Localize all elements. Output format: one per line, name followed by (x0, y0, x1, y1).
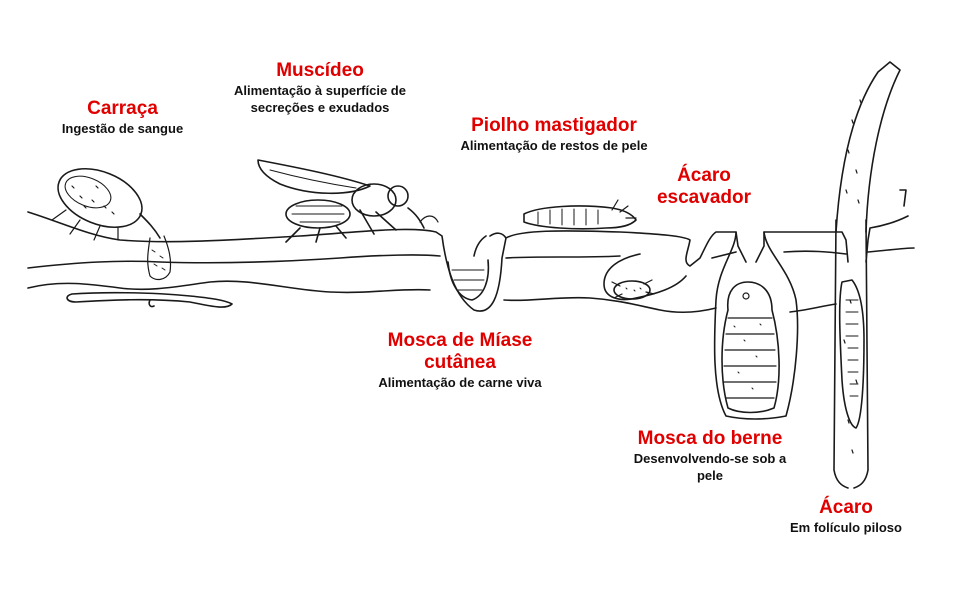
label-follicle-mite: Ácaro Em folículo piloso (768, 497, 924, 536)
label-myiasis-fly-desc: Alimentação de carne viva (378, 375, 542, 390)
label-chewing-louse-desc: Alimentação de restos de pele (460, 138, 648, 153)
warble-cavity (713, 231, 799, 420)
label-myiasis-fly: Mosca de Míase cutânea Alimentação de ca… (370, 330, 550, 391)
label-tick-desc: Ingestão de sangue (61, 121, 184, 136)
label-burrowing-mite: Ácaro escavador (640, 165, 768, 209)
burrowing-mite-drawing (611, 279, 655, 300)
label-chewing-louse: Piolho mastigador Alimentação de restos … (450, 115, 658, 154)
label-tick-title: Carraça (87, 98, 158, 119)
label-warble-fly-title: Mosca do berne (637, 428, 783, 449)
myiasis-larvae-drawing (419, 215, 507, 301)
label-muscid-desc: Alimentação à superfície de secreções e … (234, 83, 406, 115)
warble-larva-drawing (721, 281, 780, 414)
skin-surface (27, 211, 909, 312)
hair-follicle (833, 219, 869, 489)
label-warble-fly-desc: Desenvolvendo-se sob a pele (633, 451, 787, 483)
label-follicle-mite-title: Ácaro (819, 497, 873, 518)
label-burrowing-mite-title: Ácaro escavador (656, 165, 751, 208)
label-follicle-mite-desc: Em folículo piloso (790, 520, 902, 535)
dermis-line (27, 280, 837, 313)
label-myiasis-fly-title: Mosca de Míase cutânea (387, 330, 533, 373)
label-chewing-louse-title: Piolho mastigador (471, 115, 637, 136)
chewing-louse-drawing (523, 199, 637, 230)
mite-burrow (603, 253, 687, 301)
dermal-vessel (66, 291, 233, 308)
tick-drawing (51, 167, 172, 281)
hair-shaft (835, 61, 901, 233)
follicle-mite-drawing (838, 279, 865, 429)
label-tick: Carraça Ingestão de sangue (40, 98, 205, 137)
label-warble-fly: Mosca do berne Desenvolvendo-se sob a pe… (620, 428, 800, 484)
edge-mark (899, 189, 907, 207)
label-muscid-title: Muscídeo (276, 60, 364, 81)
muscid-fly-drawing (257, 159, 425, 243)
epidermis-line (27, 247, 915, 269)
label-muscid: Muscídeo Alimentação à superfície de sec… (205, 60, 435, 116)
hair-shaft-dots (843, 99, 862, 454)
